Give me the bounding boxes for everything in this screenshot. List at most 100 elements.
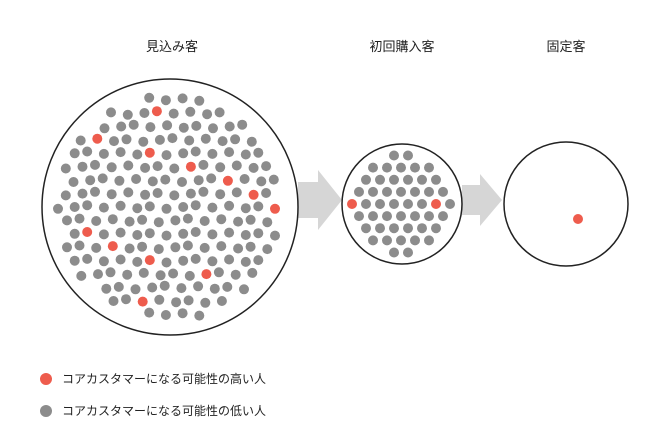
dot-low [115, 200, 126, 211]
dot-low [261, 188, 272, 198]
dot-low [424, 211, 434, 222]
dot-low [403, 247, 413, 258]
dot-low [268, 174, 279, 185]
dot-low [200, 133, 211, 144]
dot-low [182, 240, 193, 251]
dot-low [230, 269, 241, 280]
dot-low [233, 216, 244, 227]
dot-low [389, 199, 399, 209]
dot-low [144, 307, 155, 318]
dot-low [60, 190, 71, 201]
dot-low [85, 175, 96, 186]
dot-low [91, 216, 102, 226]
dot-low [368, 211, 378, 222]
dot-low [224, 147, 235, 158]
dot-low [160, 174, 171, 185]
dot-low [207, 256, 218, 267]
legend-low-dot [40, 404, 52, 417]
dot-low [207, 202, 218, 213]
dot-low [152, 188, 163, 198]
dot-low [82, 200, 93, 211]
dot-low [132, 203, 143, 214]
dot-low [424, 186, 434, 197]
dot-high [92, 133, 103, 144]
dot-low [190, 253, 201, 264]
dot-low [368, 235, 378, 246]
dot-low [389, 174, 399, 185]
dot-low [198, 186, 209, 197]
dot-low [124, 243, 135, 254]
dot-low [77, 161, 88, 172]
dot-low [216, 241, 227, 252]
title-first-purchase: 初回購入客 [369, 40, 435, 55]
dot-low [237, 119, 248, 130]
dot-low [160, 95, 171, 106]
dot-low [185, 106, 196, 117]
dot-low [123, 160, 134, 171]
dot-low [77, 188, 88, 199]
arrow-first-to-loyal [462, 174, 502, 226]
dot-low [375, 174, 385, 185]
dot-low [137, 214, 148, 225]
dot-low [216, 296, 227, 306]
dot-low [253, 147, 264, 158]
dot-low [199, 216, 210, 226]
dot-low [152, 161, 163, 172]
dot-low [98, 229, 109, 240]
title-loyal: 固定客 [546, 40, 586, 55]
dot-low [177, 177, 187, 187]
title-prospect: 見込み客 [145, 40, 199, 55]
dot-low [101, 283, 112, 294]
dot-low [231, 187, 242, 198]
dot-low [410, 235, 420, 246]
dot-low [98, 202, 109, 213]
dot-low [161, 203, 172, 214]
dot-low [69, 202, 80, 212]
dot-low [144, 92, 155, 103]
dot-low [389, 150, 399, 161]
dot-low [105, 267, 116, 278]
dot-low [138, 267, 149, 278]
dot-low [361, 223, 371, 234]
dot-low [97, 173, 108, 184]
dot-high [270, 203, 280, 214]
dot-low [169, 190, 180, 201]
dot-low [99, 123, 110, 134]
dot-low [113, 281, 124, 292]
dot-low [375, 199, 385, 209]
dot-low [245, 241, 256, 252]
dot-low [132, 149, 143, 160]
dot-low [206, 173, 217, 184]
dot-low [403, 199, 413, 209]
dot-low [184, 270, 195, 281]
dot-low [147, 282, 158, 293]
dot-low [131, 174, 142, 184]
legend-high: コアカスタマーになる可能性の高い人 [40, 370, 266, 387]
dot-low [382, 186, 392, 197]
dot-low [68, 177, 79, 187]
legend-low: コアカスタマーになる可能性の低い人 [40, 402, 266, 419]
dot-low [431, 223, 441, 234]
dot-high [573, 214, 583, 224]
dot-low [177, 93, 188, 104]
dot-low [159, 280, 170, 291]
dot-low [182, 213, 193, 224]
dot-low [145, 122, 156, 133]
dot-low [69, 228, 80, 239]
dot-low [178, 255, 189, 266]
dot-low [82, 146, 93, 157]
dot-low [224, 254, 235, 265]
dot-high [222, 175, 233, 186]
dot-low [69, 148, 80, 159]
dot-low [389, 223, 399, 234]
dot-low [128, 119, 139, 130]
dot-low [161, 150, 172, 161]
dot-low [417, 223, 427, 234]
dot-low [107, 214, 118, 225]
dots-loyal [573, 214, 583, 224]
dot-low [438, 186, 448, 197]
dot-high [248, 189, 259, 200]
dot-low [215, 189, 226, 200]
dot-low [167, 133, 178, 144]
